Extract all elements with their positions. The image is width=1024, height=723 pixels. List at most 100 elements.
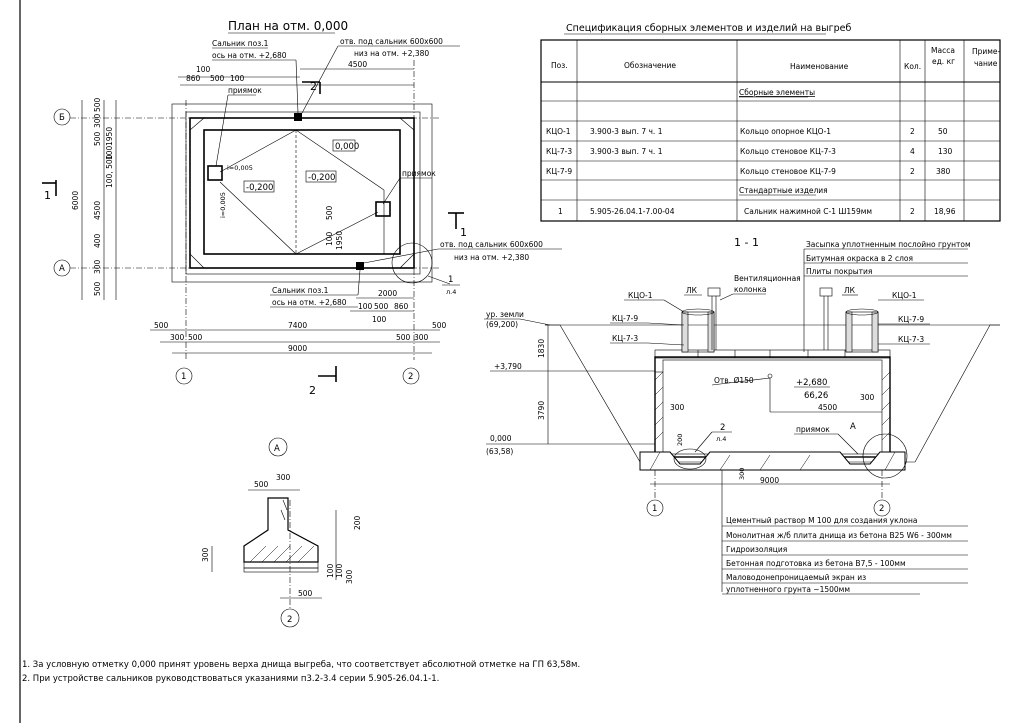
ring-k3-right: КЦ-7-3 <box>898 335 924 344</box>
spec-group-standard: Стандартные изделия <box>739 186 828 195</box>
level-3790: +3,790 <box>494 362 522 371</box>
dim-300-left: 300 <box>670 403 685 412</box>
opening-abs: 66,26 <box>804 391 828 401</box>
dim-top-860: 860 <box>186 74 201 83</box>
detail-a-marker <box>268 437 288 457</box>
axis-label-b: Б <box>59 113 65 123</box>
axis-label-1: 1 <box>181 372 186 382</box>
vent-label: Вентиляционная <box>734 274 801 283</box>
axis-label-a: А <box>59 264 65 274</box>
section-mark-2-top: 2 <box>310 80 317 93</box>
spec-row4-name: Сальник нажимной С-1 Ш159мм <box>744 207 872 216</box>
vent-column-right <box>819 287 833 350</box>
dim-top-500a: 500 <box>210 74 225 83</box>
dim-left-300: 300 <box>93 113 102 128</box>
level-0: 0,000 <box>490 434 512 443</box>
dim-b-500-4: 500 <box>396 333 411 342</box>
axis-marker-2 <box>402 367 420 385</box>
detail-axis-marker <box>280 608 300 628</box>
spec-hdr-qty: Кол. <box>904 62 921 71</box>
spec-hdr-note1: Приме- <box>972 47 1001 56</box>
roof-slabs <box>654 349 891 359</box>
dim-left-1950: 1950 <box>105 127 114 146</box>
spec-row2-pos: КЦ-7-3 <box>546 147 572 156</box>
plan-gland-bottom <box>356 262 364 270</box>
layer-5: Маловодонепроницаемый экран из <box>726 573 866 582</box>
dim-bottom-2000: 2000 <box>378 289 397 298</box>
callout-number: 1 <box>448 275 453 285</box>
dim-b-7400: 7400 <box>288 321 307 330</box>
note-slabs: Плиты покрытия <box>806 267 872 276</box>
detail-dim-300-top: 300 <box>276 473 291 482</box>
plan-pit-right <box>375 201 391 217</box>
spec-row4-qty: 2 <box>910 207 915 216</box>
section-axis-1 <box>646 499 664 517</box>
spec-row2-name: Кольцо стеновое КЦ-7-3 <box>740 147 836 156</box>
detail-a-title: А <box>274 444 280 454</box>
dim-right-1950: 1950 <box>335 231 344 250</box>
section-structure <box>654 356 891 458</box>
spec-hdr-code: Обозначение <box>624 61 676 70</box>
dim-top-4500: 4500 <box>348 60 367 69</box>
section-title: 1 - 1 <box>734 236 759 249</box>
section-view: 1 - 1 <box>484 236 1000 595</box>
gland-bottom-label: Сальник поз.1 <box>272 286 329 295</box>
section-axis-2-label: 2 <box>879 504 884 514</box>
axis-label-2: 2 <box>408 372 413 382</box>
slope-label-h: i=0,005 <box>227 164 253 172</box>
spec-row2-mass: 130 <box>938 147 953 156</box>
detail-axis: 2 <box>287 615 292 625</box>
opening-top-low: низ на отм. +2,380 <box>354 49 429 58</box>
spec-row2-code: 3.900-3 вып. 7 ч. 1 <box>590 147 663 156</box>
level-m200-left: -0,200 <box>246 183 273 193</box>
spec-hdr-name: Наименование <box>790 62 849 71</box>
opening-pipe <box>767 373 773 379</box>
general-notes: 1. За условную отметку 0,000 принят уров… <box>22 660 580 684</box>
lk-right: ЛК <box>844 286 856 295</box>
level-m200-right: -0,200 <box>308 173 335 183</box>
dim-left-100: 100 <box>105 145 114 160</box>
gland-bottom-axis: ось на отм. +2,680 <box>272 298 347 307</box>
level-0-abs: (63,58) <box>486 447 513 456</box>
dim-left-4500: 4500 <box>93 201 102 220</box>
spec-hdr-note2: чание <box>974 59 998 68</box>
detail-dim-300-right: 300 <box>345 569 354 584</box>
spec-hdr-mass2: ед. кг <box>932 57 955 66</box>
note-2: 2. При устройстве сальников руководствов… <box>22 674 439 684</box>
dim-left-400: 400 <box>93 233 102 248</box>
ring-kco-left: КЦО-1 <box>628 291 653 300</box>
spec-row1-code: 3.900-3 вып. 7 ч. 1 <box>590 127 663 136</box>
dim-bottom-100b: 100 <box>372 315 387 324</box>
spec-group-assembly: Сборные элементы <box>739 88 815 97</box>
level-0: 0,000 <box>335 142 359 152</box>
dim-1830: 1830 <box>537 339 546 358</box>
spec-row4-code: 5.905-26.04.1-7.00-04 <box>590 207 675 216</box>
gland-top-label: Сальник поз.1 <box>212 39 269 48</box>
vent-column-left <box>707 287 721 350</box>
ring-kco-right: КЦО-1 <box>892 291 917 300</box>
spec-row3-qty: 2 <box>910 167 915 176</box>
note-fill: Засыпка уплотненным послойно грунтом <box>806 240 971 249</box>
layer-1: Цементный раствор М 100 для создания укл… <box>726 516 918 525</box>
detail-dim-500-bottom: 500 <box>298 589 313 598</box>
spec-row1-qty: 2 <box>910 127 915 136</box>
table-row: КЦО-1 3.900-3 вып. 7 ч. 1 Кольцо опорное… <box>546 127 948 136</box>
pit-label-right: приямок <box>402 169 436 178</box>
dim-4500: 4500 <box>818 403 837 412</box>
dim-3790: 3790 <box>537 401 546 420</box>
table-row: КЦ-7-3 3.900-3 вып. 7 ч. 1 Кольцо стенов… <box>546 147 953 156</box>
spec-row1-mass: 50 <box>938 127 948 136</box>
section-axis-1-label: 1 <box>652 504 657 514</box>
layer-6: уплотненного грунта ~1500мм <box>726 585 850 594</box>
dim-9000: 9000 <box>760 476 779 485</box>
plan-gland-top <box>294 113 302 121</box>
ground-abs: (69,200) <box>486 320 518 329</box>
dim-200: 200 <box>676 434 684 446</box>
dim-b-500-3: 500 <box>432 321 447 330</box>
dim-b-500-2: 500 <box>188 333 203 342</box>
spec-row1-pos: КЦО-1 <box>546 127 571 136</box>
dim-left-300-2: 300 <box>93 259 102 274</box>
detail-a: А 500 300 200 300 500 100 100 300 2 <box>201 437 362 628</box>
plan-excavation-outline <box>171 103 433 283</box>
